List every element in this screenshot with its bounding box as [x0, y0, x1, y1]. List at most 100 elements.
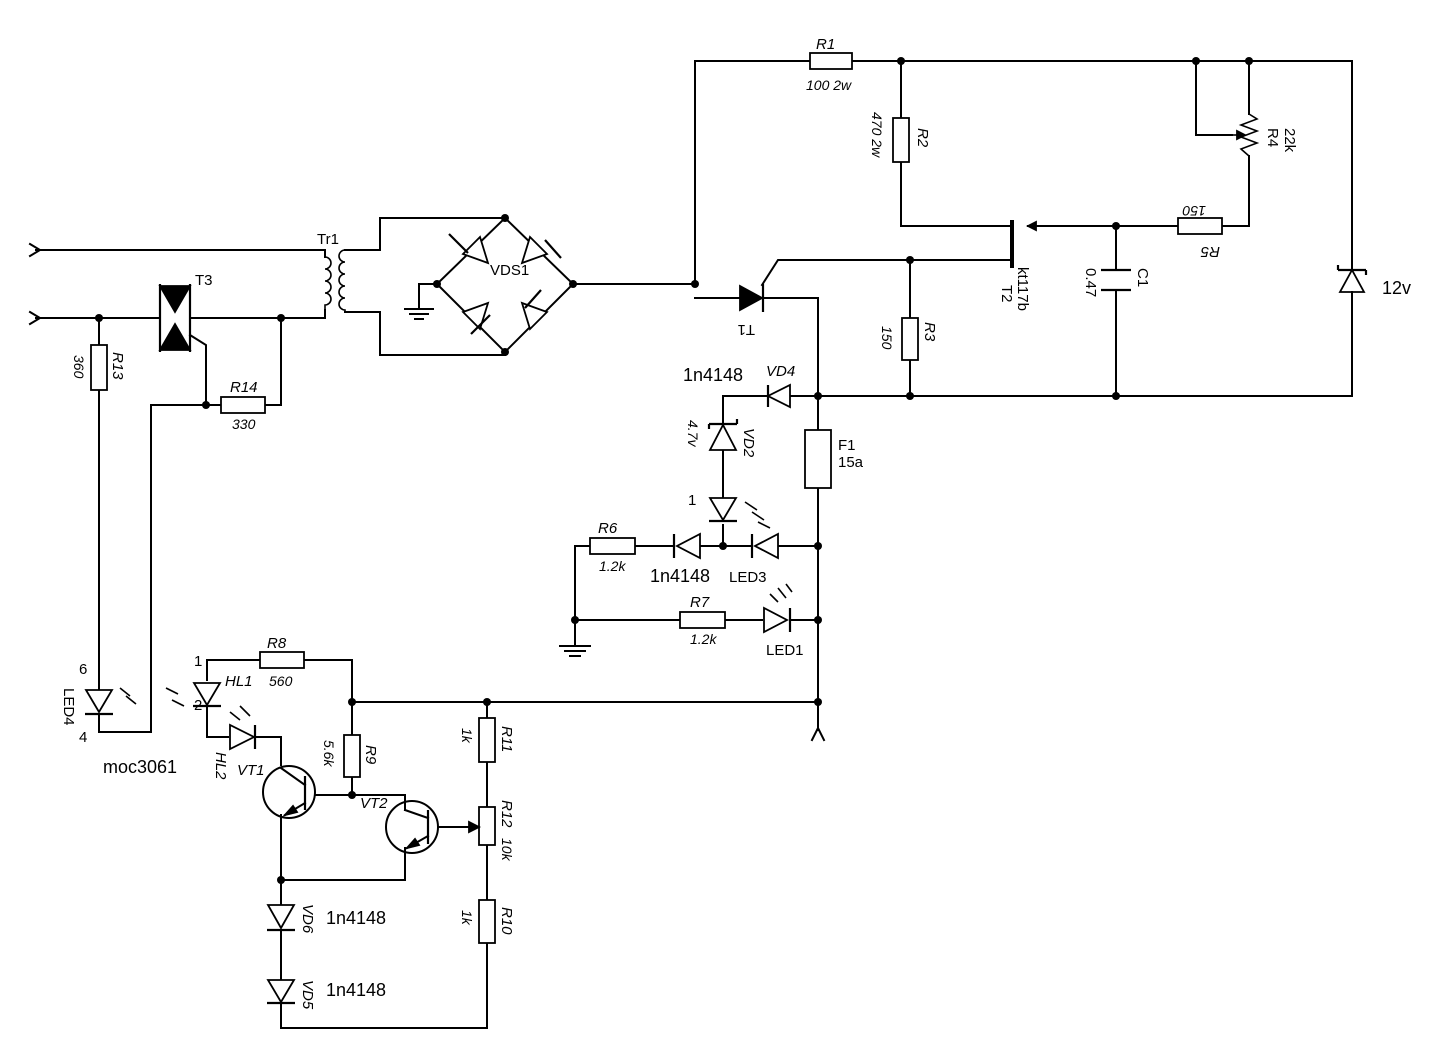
r14-label: R14 — [230, 379, 258, 396]
terminal-ac-1 — [28, 242, 42, 258]
r8-label: R8 — [267, 635, 287, 652]
resistor-r10: R10 1k — [459, 899, 515, 944]
potentiometer-r12: R12 10k — [468, 800, 515, 862]
r5-value: 150 — [1182, 203, 1206, 219]
led3-label: LED3 — [729, 569, 767, 586]
r9-label: R9 — [362, 745, 379, 765]
vt1-label: VT1 — [237, 762, 265, 779]
r1-label: R1 — [816, 36, 835, 53]
r8-value: 560 — [269, 673, 293, 689]
transistor-vt2: VT2 — [360, 795, 439, 854]
c1-label: C1 — [1134, 268, 1151, 287]
zener-vd2: VD2 4.7v — [685, 417, 757, 458]
f1-label: F1 — [838, 437, 856, 454]
transistor-vt1: VT1 — [237, 762, 316, 819]
diode-r6-value: 1n4148 — [650, 566, 710, 586]
resistor-r14: R14 330 — [220, 379, 266, 432]
r12-label: R12 — [498, 800, 515, 828]
vd6-value: 1n4148 — [326, 908, 386, 928]
r2-value: 470 2w — [869, 112, 885, 158]
potentiometer-r4: R4 22k — [1232, 113, 1298, 157]
vd4-label: VD4 — [766, 363, 795, 380]
r13-value: 360 — [71, 355, 87, 379]
led-pin1-label: 1 — [688, 492, 696, 509]
vd5-value: 1n4148 — [326, 980, 386, 1000]
r3-value: 150 — [879, 326, 895, 350]
terminal-out — [810, 725, 826, 742]
led-led1: LED1 — [763, 583, 804, 659]
t2-value: kt117b — [1014, 267, 1031, 311]
resistor-r7: R7 1.2k — [679, 594, 726, 647]
diode-1n4148-r6: 1n4148 — [650, 532, 710, 586]
led1-label: LED1 — [766, 642, 804, 659]
vds1-label: VDS1 — [490, 262, 529, 279]
led-pin1: 1 — [688, 492, 771, 529]
diode-vd4: VD4 1n4148 — [683, 363, 795, 409]
resistor-r13: R13 360 — [71, 344, 126, 391]
r12-value: 10k — [499, 838, 515, 862]
diode-vd6: VD6 1n4148 — [266, 904, 386, 934]
wires — [35, 60, 1353, 1029]
r7-label: R7 — [690, 594, 710, 611]
transistor-t2: T2 kt117b — [998, 220, 1037, 311]
t1-label: T1 — [737, 321, 755, 338]
resistor-r9: R9 5.6k — [321, 734, 379, 778]
r4-value: 22k — [1281, 128, 1298, 153]
vd2-label: VD2 — [740, 428, 757, 458]
resistor-r1: R1 100 2w — [806, 36, 853, 93]
r10-value: 1k — [459, 910, 475, 926]
triac-t3: T3 — [158, 272, 213, 352]
ground-symbol — [404, 308, 434, 320]
t3-label: T3 — [195, 272, 213, 289]
r4-label: R4 — [1264, 128, 1281, 147]
hl1-pin-bottom: 2 — [194, 697, 202, 714]
resistor-r3: R3 150 — [879, 317, 938, 361]
fuse-f1: F1 15a — [804, 429, 864, 489]
vd2-value: 4.7v — [685, 420, 701, 447]
resistor-r5: 150 R5 — [1177, 203, 1223, 260]
bridge-vds1: VDS1 — [448, 233, 562, 335]
led4-pin-k: 4 — [79, 729, 87, 746]
tr1-label: Tr1 — [317, 231, 339, 248]
transformer-tr1: Tr1 — [317, 231, 346, 312]
r6-label: R6 — [598, 520, 618, 537]
led4-part: moc3061 — [103, 757, 177, 777]
r10-label: R10 — [498, 907, 515, 935]
vd4-value: 1n4148 — [683, 365, 743, 385]
r14-value: 330 — [232, 416, 256, 432]
terminals — [28, 242, 826, 742]
t2-label: T2 — [998, 285, 1015, 303]
r9-value: 5.6k — [321, 740, 337, 767]
thyristor-t1: T1 — [737, 284, 765, 338]
resistor-r6: R6 1.2k — [589, 520, 636, 574]
vd5-label: VD5 — [299, 980, 316, 1010]
hl1-pin-top: 1 — [194, 653, 202, 670]
ground-symbol-2 — [559, 645, 591, 657]
r7-value: 1.2k — [690, 631, 717, 647]
r13-label: R13 — [109, 352, 126, 380]
hl1-label: HL1 — [225, 673, 253, 690]
r11-label: R11 — [498, 726, 515, 752]
zener-12v-value: 12v — [1382, 278, 1411, 298]
r6-value: 1.2k — [599, 558, 626, 574]
r11-value: 1k — [459, 728, 475, 744]
capacitor-c1: C1 0.47 — [1082, 268, 1151, 297]
led-led4: 6 4 LED4 moc3061 — [60, 661, 177, 777]
junctions — [95, 57, 1253, 884]
resistor-r2: R2 470 2w — [869, 112, 931, 163]
vd6-label: VD6 — [299, 904, 316, 934]
r2-label: R2 — [914, 128, 931, 148]
terminal-ac-2 — [28, 310, 42, 326]
diode-vd5: VD5 1n4148 — [266, 979, 386, 1010]
led-hl1: 1 2 HL1 — [165, 653, 253, 714]
hl2-label: HL2 — [212, 752, 229, 780]
led4-label: LED4 — [60, 688, 77, 726]
r1-value: 100 2w — [806, 77, 852, 93]
zener-12v: 12v — [1336, 265, 1411, 299]
f1-value: 15a — [838, 454, 864, 471]
c1-value: 0.47 — [1082, 268, 1099, 297]
led-led3: LED3 — [729, 532, 779, 586]
resistor-r11: R11 1k — [459, 717, 515, 763]
led-hl2: HL2 — [212, 705, 257, 780]
